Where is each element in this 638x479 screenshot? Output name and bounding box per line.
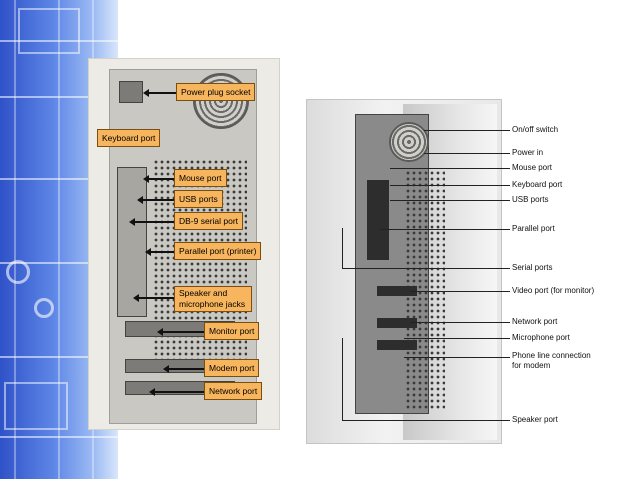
label-microphone-port: Microphone port bbox=[512, 333, 570, 342]
label-network-port: Network port bbox=[512, 317, 558, 326]
network-slot bbox=[377, 318, 417, 328]
label-serial-ports: Serial ports bbox=[512, 263, 553, 272]
strip-monitor-shape bbox=[4, 382, 68, 430]
leader-line bbox=[390, 168, 510, 169]
label-video-port: Video port (for monitor) bbox=[512, 286, 595, 295]
pointer-arrow bbox=[145, 248, 174, 256]
io-plate bbox=[117, 167, 147, 317]
label-usb-ports: USB ports bbox=[174, 190, 223, 208]
pc-tower-back-photo bbox=[306, 99, 502, 444]
io-port-cluster bbox=[367, 180, 389, 260]
speaker-leader-vertical bbox=[342, 338, 343, 420]
label-mouse-port: Mouse port bbox=[512, 163, 553, 172]
pointer-arrow bbox=[133, 294, 174, 302]
pointer-arrow bbox=[163, 365, 204, 373]
label-on-off-switch: On/off switch bbox=[512, 125, 559, 134]
strip-band bbox=[0, 436, 118, 438]
label-phone-line: Phone line connection for modem bbox=[512, 351, 591, 370]
leader-line bbox=[410, 322, 510, 323]
strip-logo-shape bbox=[18, 8, 80, 54]
leader-line bbox=[390, 200, 510, 201]
cooling-fan bbox=[193, 73, 249, 129]
leader-line bbox=[410, 291, 510, 292]
strip-band bbox=[0, 178, 118, 180]
leader-line bbox=[404, 338, 510, 339]
label-power-plug-socket: Power plug socket bbox=[176, 83, 256, 101]
label-keyboard-port: Keyboard port bbox=[512, 180, 563, 189]
tower-fan bbox=[389, 122, 429, 162]
leader-line bbox=[424, 130, 510, 131]
label-keyboard-port: Keyboard port bbox=[97, 129, 161, 147]
strip-band bbox=[0, 40, 118, 42]
modem-slot bbox=[377, 340, 417, 350]
label-mouse-port: Mouse port bbox=[174, 169, 227, 187]
pointer-arrow bbox=[137, 196, 174, 204]
leader-line bbox=[390, 185, 510, 186]
label-parallel-port: Parallel port bbox=[512, 224, 555, 233]
power-socket-shape bbox=[119, 81, 143, 103]
pointer-arrow bbox=[149, 388, 204, 396]
serial-bracket bbox=[342, 228, 343, 268]
label-parallel-port: Parallel port (printer) bbox=[174, 242, 262, 260]
leader-line bbox=[342, 420, 510, 421]
strip-ring bbox=[6, 260, 30, 284]
label-speaker-jacks: Speaker and microphone jacks bbox=[174, 286, 252, 312]
label-monitor-port: Monitor port bbox=[204, 322, 260, 340]
label-power-in: Power in bbox=[512, 148, 544, 157]
pointer-arrow bbox=[143, 89, 176, 97]
strip-vline bbox=[14, 0, 16, 479]
pointer-arrow bbox=[129, 218, 174, 226]
pointer-arrow bbox=[143, 175, 174, 183]
pointer-arrow bbox=[157, 328, 204, 336]
label-modem-port: Modem port bbox=[204, 359, 260, 377]
strip-ring bbox=[34, 298, 54, 318]
label-usb-ports: USB ports bbox=[512, 195, 549, 204]
leader-line bbox=[380, 229, 510, 230]
strip-band bbox=[0, 356, 118, 358]
video-slot bbox=[377, 286, 417, 296]
strip-band bbox=[0, 96, 118, 98]
strip-band bbox=[0, 262, 118, 264]
leader-line bbox=[342, 268, 510, 269]
strip-vline bbox=[58, 0, 60, 479]
label-speaker-port: Speaker port bbox=[512, 415, 558, 424]
label-network-port: Network port bbox=[204, 382, 263, 400]
leader-line bbox=[404, 357, 510, 358]
leader-line bbox=[424, 153, 510, 154]
label-db9-serial-port: DB-9 serial port bbox=[174, 212, 244, 230]
